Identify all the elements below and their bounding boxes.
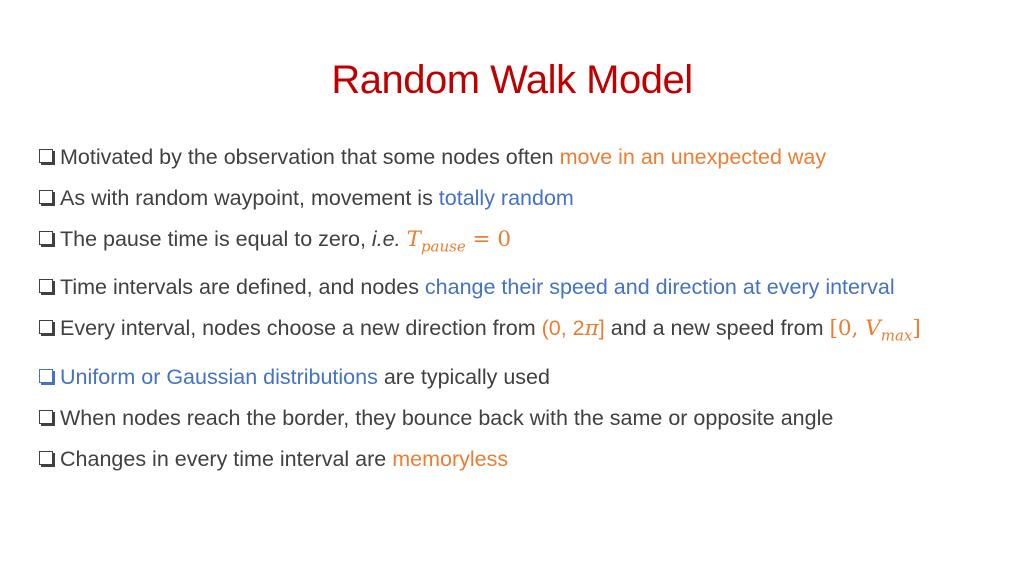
ie-text: i.e.	[371, 227, 401, 251]
bullet-item: Time intervals are defined, and nodes ch…	[36, 272, 996, 302]
math-subscript: pause	[420, 237, 466, 256]
bullet-text: Motivated by the observation that some n…	[60, 145, 560, 169]
direction-range: (0, 2π]	[541, 316, 605, 342]
bullet-highlight: change their speed and direction at ever…	[424, 275, 895, 300]
bullet-text: As with random waypoint, movement is	[60, 186, 439, 210]
bullet-text: Every interval, nodes choose a new direc…	[60, 316, 542, 341]
checkbox-bullet-icon	[39, 190, 53, 204]
range-end: ]	[598, 316, 605, 341]
math-equals: = 0	[465, 227, 512, 252]
bullet-text: Changes in every time interval are	[60, 446, 393, 471]
bullet-item: Uniform or Gaussian distributions are ty…	[36, 362, 996, 392]
bullet-item: Motivated by the observation that some n…	[36, 142, 996, 172]
bullet-list: Motivated by the observation that some n…	[36, 142, 996, 485]
range-start: [0,	[829, 316, 866, 342]
bullet-text: The pause time is equal to zero,	[60, 227, 372, 251]
pi-symbol: π	[584, 316, 599, 342]
checkbox-bullet-icon	[39, 450, 53, 465]
checkbox-bullet-icon	[39, 409, 53, 424]
bullet-item: When nodes reach the border, they bounce…	[36, 403, 996, 433]
bullet-highlight: Uniform or Gaussian distributions	[60, 364, 378, 389]
range-end: ]	[912, 316, 921, 342]
bullet-highlight: totally random	[438, 186, 574, 210]
math-variable: V	[865, 316, 881, 342]
bullet-item: Changes in every time interval are memor…	[36, 444, 996, 474]
bullet-item: Every interval, nodes choose a new direc…	[36, 313, 996, 350]
bullet-text: Time intervals are defined, and nodes	[60, 275, 425, 300]
speed-range: [0, Vmax]	[829, 316, 921, 344]
bullet-highlight: memoryless	[392, 446, 509, 471]
bullet-item: The pause time is equal to zero, i.e. Tp…	[36, 224, 996, 261]
bullet-highlight: move in an unexpected way	[559, 145, 827, 169]
slide-title: Random Walk Model	[331, 58, 693, 102]
checkbox-bullet-icon	[39, 149, 53, 163]
math-variable: T	[406, 227, 421, 252]
checkbox-bullet-icon	[39, 320, 53, 335]
bullet-text: are typically used	[377, 364, 550, 389]
bullet-text-2: and a new speed from	[604, 316, 830, 341]
math-subscript: max	[880, 326, 913, 345]
checkbox-bullet-icon	[39, 279, 53, 294]
checkbox-bullet-icon	[39, 231, 53, 245]
checkbox-bullet-icon	[39, 368, 53, 383]
bullet-item: As with random waypoint, movement is tot…	[36, 183, 996, 213]
math-expression: Tpause = 0	[406, 227, 512, 255]
bullet-text: When nodes reach the border, they bounce…	[60, 405, 834, 430]
range-start: (0, 2	[541, 316, 585, 341]
